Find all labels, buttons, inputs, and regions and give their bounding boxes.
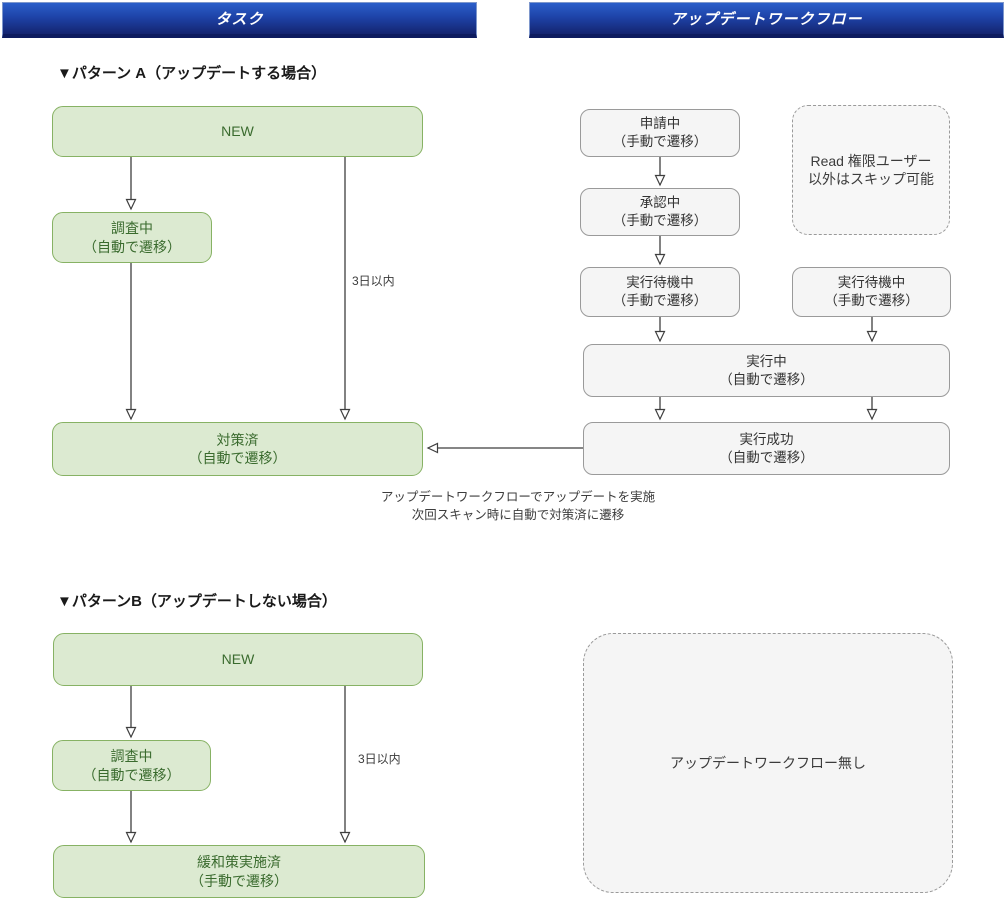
note-a-skip: Read 権限ユーザー 以外はスキップ可能 — [792, 105, 950, 235]
caption-line1: アップデートワークフローでアップデートを実施 — [380, 490, 656, 504]
node-label-line2: （自動で遷移） — [188, 450, 287, 466]
node-b-mitigated: 緩和策実施済 （手動で遷移） — [53, 845, 425, 898]
header-update-workflow: アップデートワークフロー — [529, 2, 1004, 38]
node-label-line1: 調査中 — [111, 220, 153, 237]
node-label-line1: 実行待機中 — [837, 275, 906, 291]
pattern-b-heading: ▼パターンB（アップデートしない場合） — [57, 593, 337, 610]
node-label-line1: 実行待機中 — [626, 275, 694, 291]
node-label-line1: 申請中 — [639, 116, 681, 132]
edge-label-3days-b: 3日以内 — [358, 752, 401, 766]
node-label-line2: （自動で遷移） — [82, 766, 181, 783]
node-label-line2: （手動で遷移） — [824, 293, 919, 308]
node-label-line1: 承認中 — [639, 195, 681, 211]
note-label: アップデートワークフロー無し — [670, 754, 866, 771]
node-label-line2: （手動で遷移） — [612, 134, 708, 149]
node-label-line2: （自動で遷移） — [719, 371, 814, 387]
header-update-workflow-label: アップデートワークフロー — [670, 11, 863, 28]
node-label-line2: （自動で遷移） — [83, 238, 181, 255]
node-a-waiting-right: 実行待機中 （手動で遷移） — [792, 267, 951, 317]
node-a-investigating: 調査中 （自動で遷移） — [52, 212, 212, 263]
pattern-a-caption: アップデートワークフローでアップデートを実施 次回スキャン時に自動で対策済に遷移 — [381, 489, 655, 524]
pattern-a-heading: ▼パターン A（アップデートする場合） — [57, 65, 327, 82]
node-label-line2: （手動で遷移） — [612, 213, 708, 228]
node-a-waiting-left: 実行待機中 （手動で遷移） — [580, 267, 740, 317]
node-label-line1: 緩和策実施済 — [197, 854, 281, 871]
edge-label-3days-a: 3日以内 — [352, 274, 395, 288]
node-label-line1: 実行中 — [746, 353, 787, 369]
node-label: NEW — [221, 123, 254, 140]
header-task-label: タスク — [215, 11, 264, 28]
caption-line2: 次回スキャン時に自動で対策済に遷移 — [411, 507, 625, 522]
node-a-executing: 実行中 （自動で遷移） — [583, 344, 950, 397]
note-line1: Read 権限ユーザー — [810, 152, 932, 169]
node-label-line2: （手動で遷移） — [190, 872, 288, 889]
node-label-line1: 対策済 — [216, 431, 259, 448]
note-line2: 以外はスキップ可能 — [808, 171, 934, 187]
header-task: タスク — [2, 2, 477, 38]
node-a-applying: 申請中 （手動で遷移） — [580, 109, 740, 157]
node-b-new: NEW — [53, 633, 423, 686]
node-label-line1: 実行成功 — [739, 431, 794, 447]
node-b-investigating: 調査中 （自動で遷移） — [52, 740, 211, 791]
node-a-new: NEW — [52, 106, 423, 157]
node-label-line2: （手動で遷移） — [612, 293, 708, 308]
note-b-no-workflow: アップデートワークフロー無し — [583, 633, 953, 893]
node-a-success: 実行成功 （自動で遷移） — [583, 422, 950, 475]
node-a-approving: 承認中 （手動で遷移） — [580, 188, 740, 236]
node-label-line2: （自動で遷移） — [719, 449, 814, 465]
node-a-resolved: 対策済 （自動で遷移） — [52, 422, 423, 476]
node-label-line1: 調査中 — [110, 748, 153, 765]
node-label: NEW — [221, 651, 255, 668]
